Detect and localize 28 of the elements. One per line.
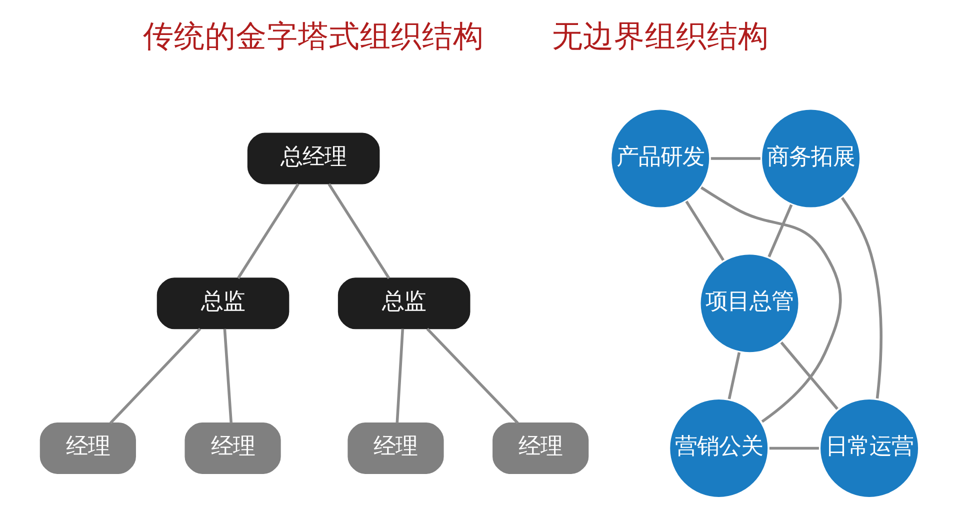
node-circle: 商务拓展 xyxy=(759,106,862,210)
node-box: 经理 xyxy=(348,422,444,474)
node-box: 经理 xyxy=(492,422,589,474)
node-circle: 产品研发 xyxy=(608,106,712,210)
connector xyxy=(685,200,724,261)
label: 无边界组织结构 xyxy=(552,20,769,55)
connector xyxy=(710,157,760,160)
node-box: 经理 xyxy=(184,422,281,474)
connector xyxy=(110,328,202,424)
connector xyxy=(768,204,793,258)
connector xyxy=(728,352,741,400)
label: 传统的金字塔式组织结构 xyxy=(143,20,484,55)
connector xyxy=(426,328,519,424)
node-box: 经理 xyxy=(40,422,136,474)
node-circle: 营销公关 xyxy=(667,396,770,500)
connector xyxy=(396,328,404,424)
connector xyxy=(223,328,233,424)
connector xyxy=(841,197,882,399)
node-box: 总监 xyxy=(156,278,290,330)
node-box: 总监 xyxy=(338,278,470,330)
connector xyxy=(328,183,390,279)
connector xyxy=(780,342,838,410)
node-circle: 项目总管 xyxy=(698,252,802,355)
connector xyxy=(700,186,842,423)
connector xyxy=(769,446,819,450)
connector xyxy=(236,183,300,279)
node-circle: 日常运营 xyxy=(818,396,921,500)
node-box: 总经理 xyxy=(247,132,380,184)
